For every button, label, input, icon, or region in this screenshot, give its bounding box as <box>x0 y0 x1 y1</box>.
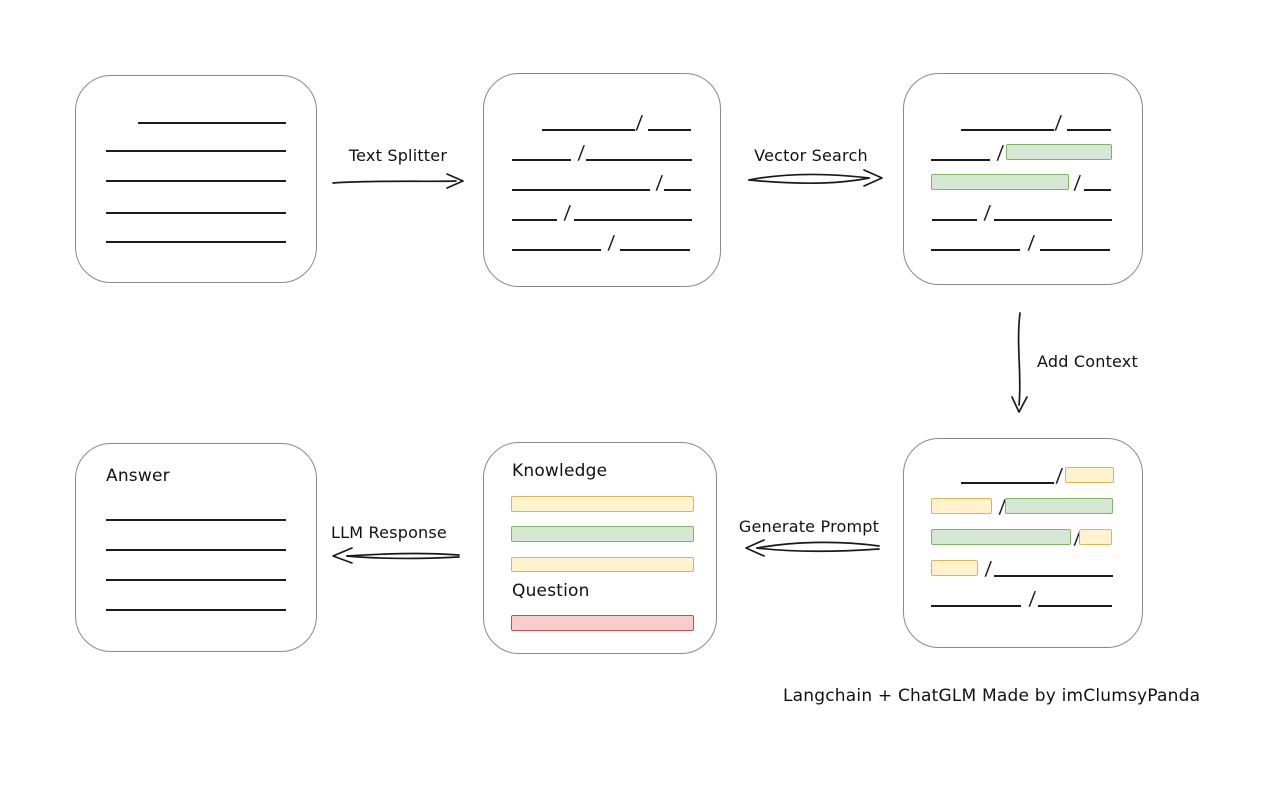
text-splitter-label: Text Splitter <box>348 146 448 165</box>
chunk-separator-slash: / <box>1027 232 1036 254</box>
yellow-highlight <box>1065 467 1114 483</box>
green-bar <box>511 526 694 542</box>
text-line <box>106 609 286 611</box>
chunk-separator-slash: / <box>577 142 586 164</box>
text-line <box>1067 129 1111 131</box>
text-line <box>106 212 286 214</box>
text-line <box>574 219 692 221</box>
green-highlight <box>1005 498 1113 514</box>
chunk-separator-slash: / <box>655 172 664 194</box>
vector-search-label: Vector Search <box>754 146 868 165</box>
llm-response-arrow <box>332 547 460 564</box>
node-context-chunks: ///// <box>903 438 1143 648</box>
text-line <box>542 129 635 131</box>
text-line <box>932 219 977 221</box>
yellow-highlight <box>931 498 992 514</box>
llm-response-label: LLM Response <box>331 523 447 542</box>
vector-search-arrow <box>748 169 883 187</box>
chunk-separator-slash: / <box>1054 112 1063 134</box>
add-context-label: Add Context <box>1037 352 1138 371</box>
text-line <box>512 159 571 161</box>
chunk-separator-slash: / <box>635 112 644 134</box>
question-label: Question <box>512 581 590 601</box>
text-line <box>106 579 286 581</box>
text-line <box>994 219 1112 221</box>
chunk-separator-slash: / <box>1073 172 1082 194</box>
text-line <box>648 129 691 131</box>
yellow-bar <box>511 496 694 512</box>
text-line <box>664 189 691 191</box>
node-source-document <box>75 75 317 283</box>
text-line <box>106 180 286 182</box>
text-line <box>106 549 286 551</box>
chunk-separator-slash: / <box>984 558 993 580</box>
text-line <box>106 241 286 243</box>
node-split-chunks: / / / / / <box>483 73 721 287</box>
chunk-separator-slash: / <box>1055 465 1064 487</box>
chunk-separator-slash: / <box>996 142 1005 164</box>
caption: Langchain + ChatGLM Made by imClumsyPand… <box>783 686 1201 706</box>
text-line <box>961 129 1054 131</box>
generate-prompt-arrow <box>745 539 880 557</box>
chunk-separator-slash: / <box>563 202 572 224</box>
text-line <box>994 575 1113 577</box>
node-prompt: Knowledge Question <box>483 442 717 654</box>
generate-prompt-label: Generate Prompt <box>738 517 880 536</box>
yellow-bar <box>511 557 694 572</box>
text-line <box>106 519 286 521</box>
text-line <box>586 159 692 161</box>
text-line <box>931 159 990 161</box>
text-line <box>512 249 601 251</box>
chunk-separator-slash: / <box>983 202 992 224</box>
text-line <box>931 249 1020 251</box>
chunk-separator-slash: / <box>1028 588 1037 610</box>
knowledge-label: Knowledge <box>512 461 608 481</box>
text-splitter-arrow <box>332 173 464 189</box>
answer-label: Answer <box>106 466 170 486</box>
text-line <box>106 150 286 152</box>
text-line <box>1040 249 1110 251</box>
add-context-arrow <box>1011 312 1028 413</box>
text-line <box>961 482 1054 484</box>
green-highlight <box>931 174 1069 190</box>
red-bar <box>511 615 694 631</box>
text-line <box>931 605 1021 607</box>
chunk-separator-slash: / <box>607 232 616 254</box>
text-line <box>1084 189 1111 191</box>
node-retrieved-chunks: / / / / / <box>903 73 1143 285</box>
text-line <box>512 189 650 191</box>
green-highlight <box>931 529 1071 545</box>
green-highlight <box>1006 144 1112 160</box>
node-answer: Answer <box>75 443 317 652</box>
text-line <box>1038 605 1112 607</box>
text-line <box>138 122 286 124</box>
text-line <box>620 249 690 251</box>
text-line <box>512 219 557 221</box>
yellow-highlight <box>931 560 978 576</box>
yellow-highlight <box>1079 529 1112 545</box>
